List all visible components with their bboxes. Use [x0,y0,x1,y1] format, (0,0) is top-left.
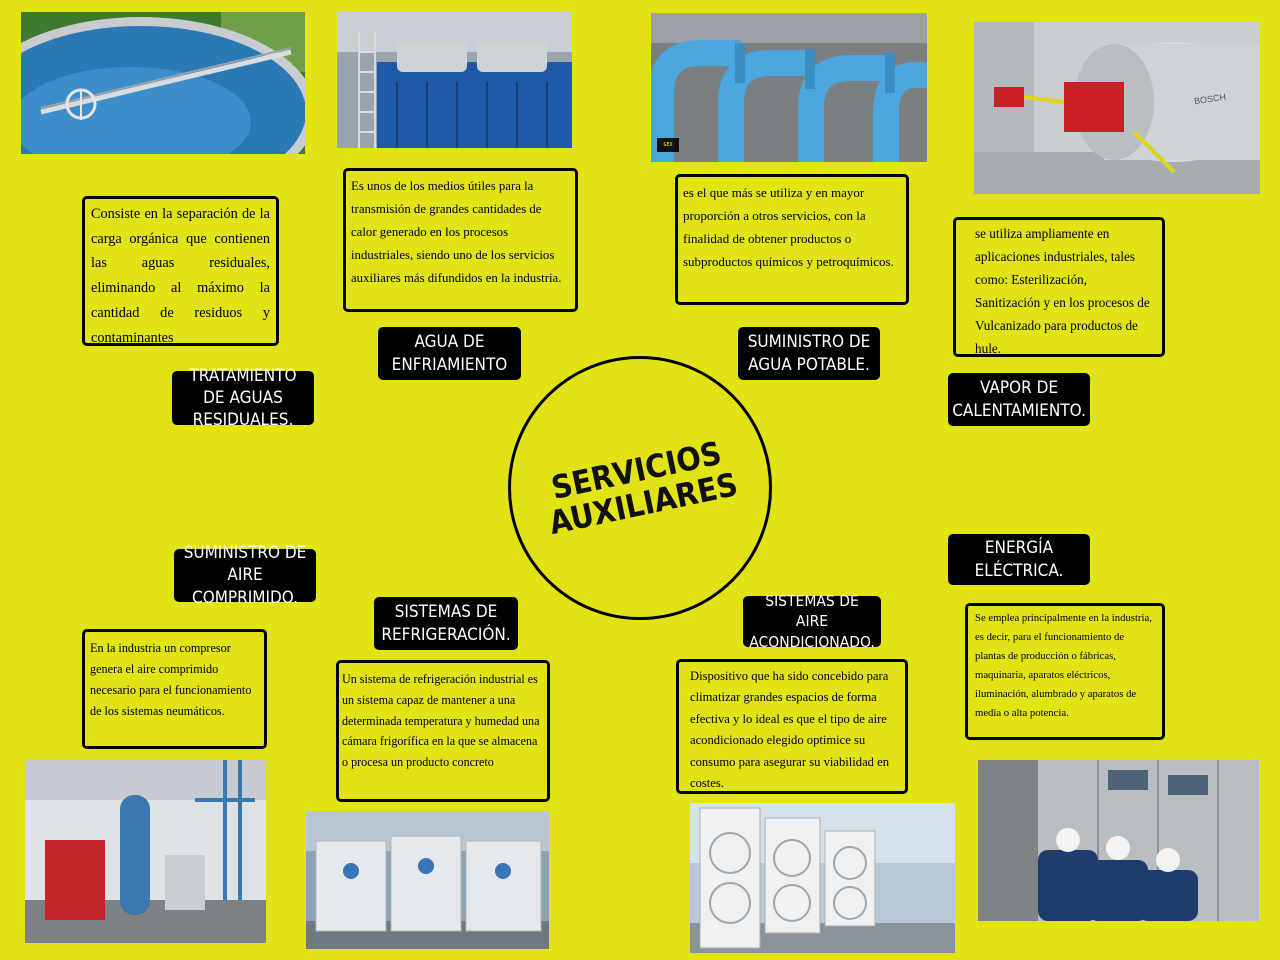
desc-aire-acondicionado: Dispositivo que ha sido concebido para c… [676,659,908,794]
center-title: SERVICIOS AUXILIARES [545,434,741,543]
air-compressor-room-photo [25,760,266,943]
label-agua-enfriamiento: AGUA DE ENFRIAMIENTO [378,327,521,380]
refrigeration-units-photo [306,811,549,949]
label-energia-electrica: ENERGÍA ELÉCTRICA. [948,534,1090,585]
electrical-panel-workers-photo [978,760,1259,921]
watermark-logo: GEX [657,138,679,152]
desc-agua-potable: es el que más se utiliza y en mayor prop… [675,174,909,305]
industrial-boiler-photo: BOSCH [974,22,1260,194]
label-vapor-calentamiento: VAPOR DE CALENTAMIENTO. [948,373,1090,426]
label-aire-acondicionado: SISTEMAS DE AIRE ACONDICIONADO. [743,592,881,651]
desc-refrigeracion: Un sistema de refrigeración industrial e… [336,660,550,802]
blue-water-pipes-photo: GEX [651,13,927,162]
desc-agua-enfriamiento: Es unos de los medios útiles para la tra… [343,168,578,312]
cooling-tower-photo [337,12,572,148]
label-agua-potable: SUMINISTRO DE AGUA POTABLE. [738,327,880,380]
desc-aire-comprimido: En la industria un compresor genera el a… [82,629,267,749]
label-refrigeracion: SISTEMAS DE REFRIGERACIÓN. [374,597,518,650]
desc-vapor-calentamiento: se utiliza ampliamente en aplicaciones i… [953,217,1165,357]
desc-energia-electrica: Se emplea principalmente en la industria… [965,603,1165,740]
wastewater-clarifier-photo [21,12,305,154]
central-circle: SERVICIOS AUXILIARES [508,356,772,620]
desc-aguas-residuales: Consiste en la separación de la carga or… [82,196,279,346]
label-aguas-residuales: TRATAMIENTO DE AGUAS RESIDUALES. [172,366,314,430]
label-aire-comprimido: SUMINISTRO DE AIRE COMPRIMIDO. [174,543,316,608]
rooftop-ac-units-photo [690,803,955,953]
